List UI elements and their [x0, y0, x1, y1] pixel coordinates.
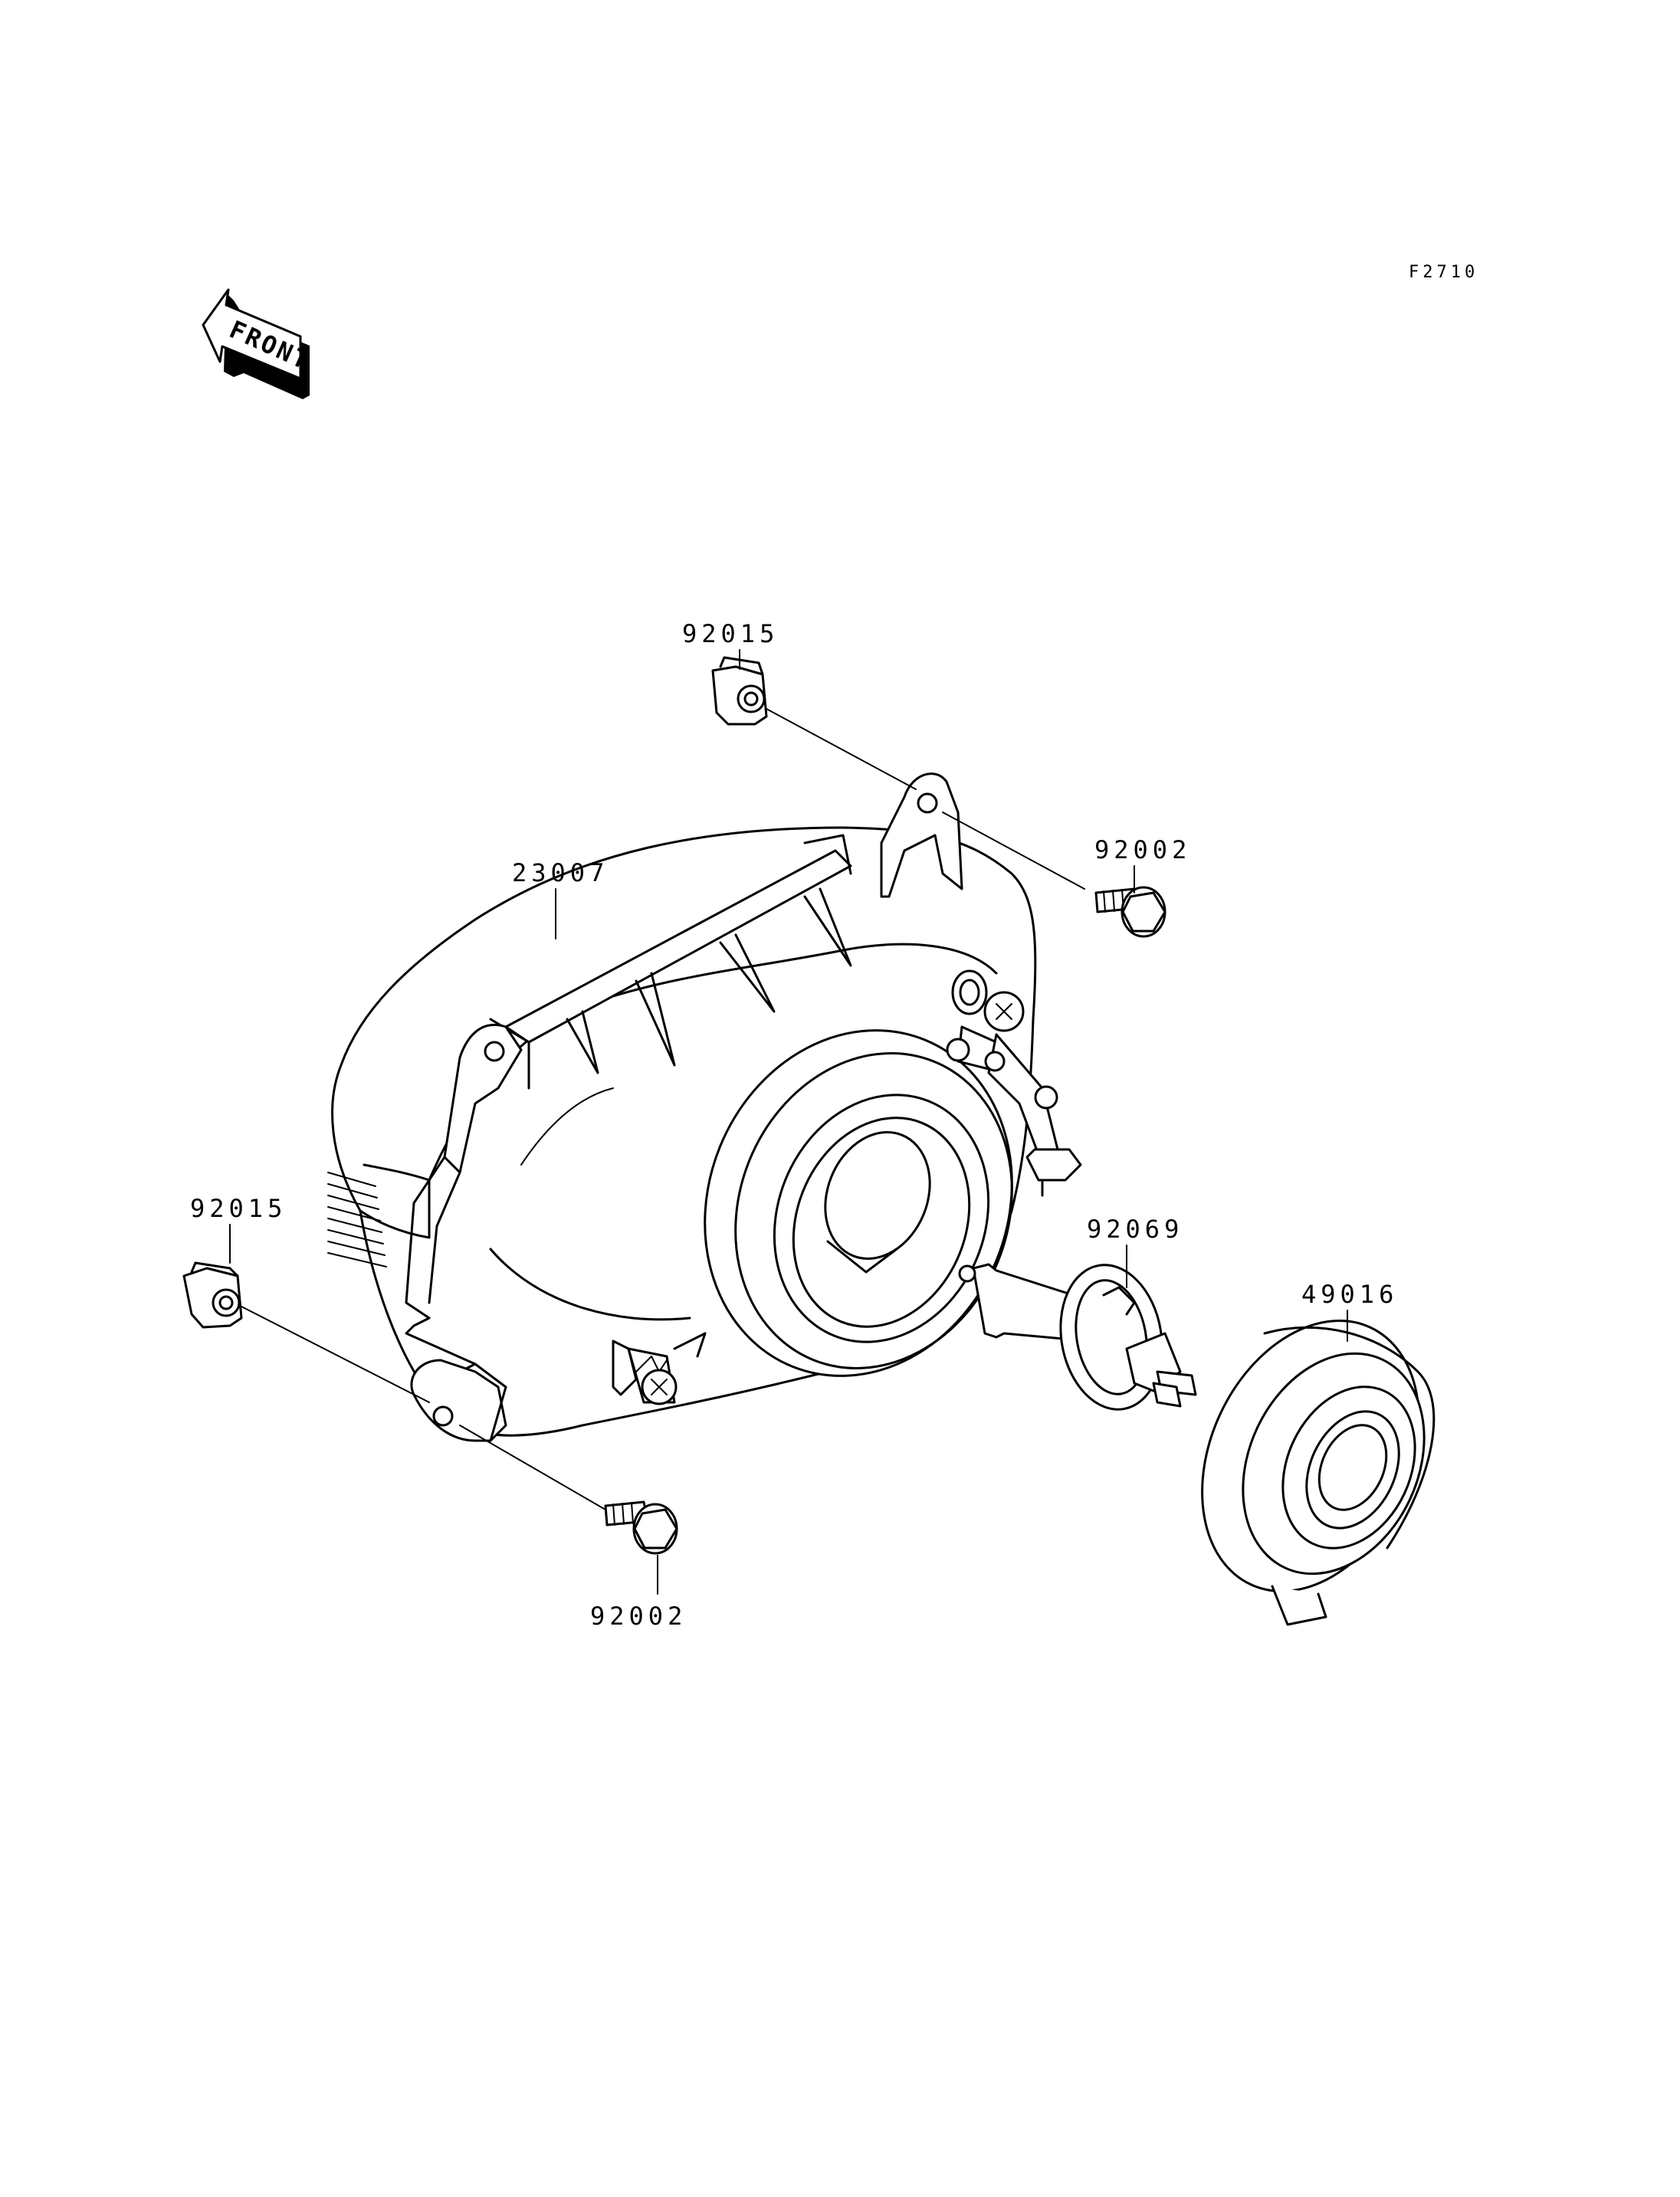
aim-adjuster-lower [612, 1332, 707, 1405]
leader-lines [229, 649, 1348, 1595]
bottom-mount-hole [432, 1405, 454, 1427]
aim-adjuster-upper [946, 969, 1082, 1197]
bolt-bottom [604, 1500, 678, 1555]
bulb-socket [704, 1029, 1013, 1377]
rubber-boot [1201, 1320, 1436, 1626]
part-number-headlight-unit: 23007 [512, 858, 609, 887]
front-arrow-icon: FRONT [202, 288, 315, 399]
left-upper-mount-hole [484, 1041, 505, 1062]
top-mount-hole [917, 792, 938, 814]
bulb [958, 1263, 1197, 1411]
part-number-bolt-top: 92002 [1094, 835, 1191, 864]
housing-ribs [327, 1172, 387, 1267]
part-number-bulb: 92069 [1087, 1215, 1183, 1244]
clip-nut-left [182, 1261, 243, 1329]
part-number-clip-top: 92015 [682, 619, 779, 648]
bolt-top [1094, 886, 1166, 938]
headlight-housing [327, 772, 1082, 1442]
part-number-boot: 49016 [1301, 1280, 1398, 1309]
part-number-bolt-bottom: 92002 [590, 1602, 687, 1631]
figure-code: F2710 [1409, 263, 1478, 282]
part-number-clip-left: 92015 [190, 1194, 287, 1223]
